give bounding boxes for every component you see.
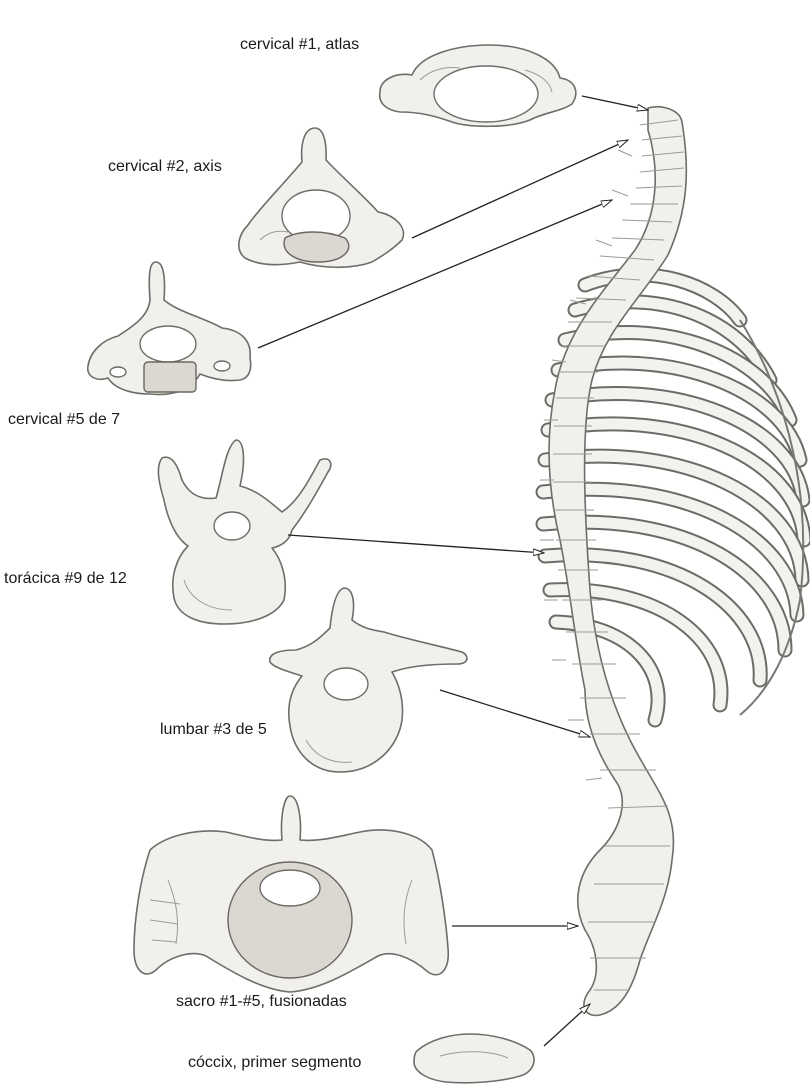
arrow-atlas (582, 96, 648, 110)
label-atlas: cervical #1, atlas (240, 36, 359, 54)
coccyx (414, 1034, 534, 1083)
label-axis: cervical #2, axis (108, 158, 222, 176)
arrow-coccyx (544, 1004, 590, 1046)
arrow-t9 (288, 535, 544, 553)
spine-skeleton (540, 107, 804, 1016)
label-thoracic-9: torácica #9 de 12 (4, 570, 127, 588)
label-coccyx: cóccix, primer segmento (188, 1054, 361, 1072)
label-sacrum: sacro #1-#5, fusionadas (176, 993, 347, 1011)
label-lumbar-3: lumbar #3 de 5 (160, 721, 267, 739)
atlas-vertebra (380, 45, 576, 126)
arrow-axis (412, 140, 628, 238)
label-cervical-5: cervical #5 de 7 (8, 411, 120, 429)
lumbar-3-vertebra (270, 588, 467, 772)
cervical-5-vertebra (88, 262, 251, 394)
sacrum (134, 796, 448, 992)
thoracic-9-vertebra (158, 440, 330, 624)
arrow-l3 (440, 690, 590, 737)
axis-vertebra (239, 128, 404, 267)
